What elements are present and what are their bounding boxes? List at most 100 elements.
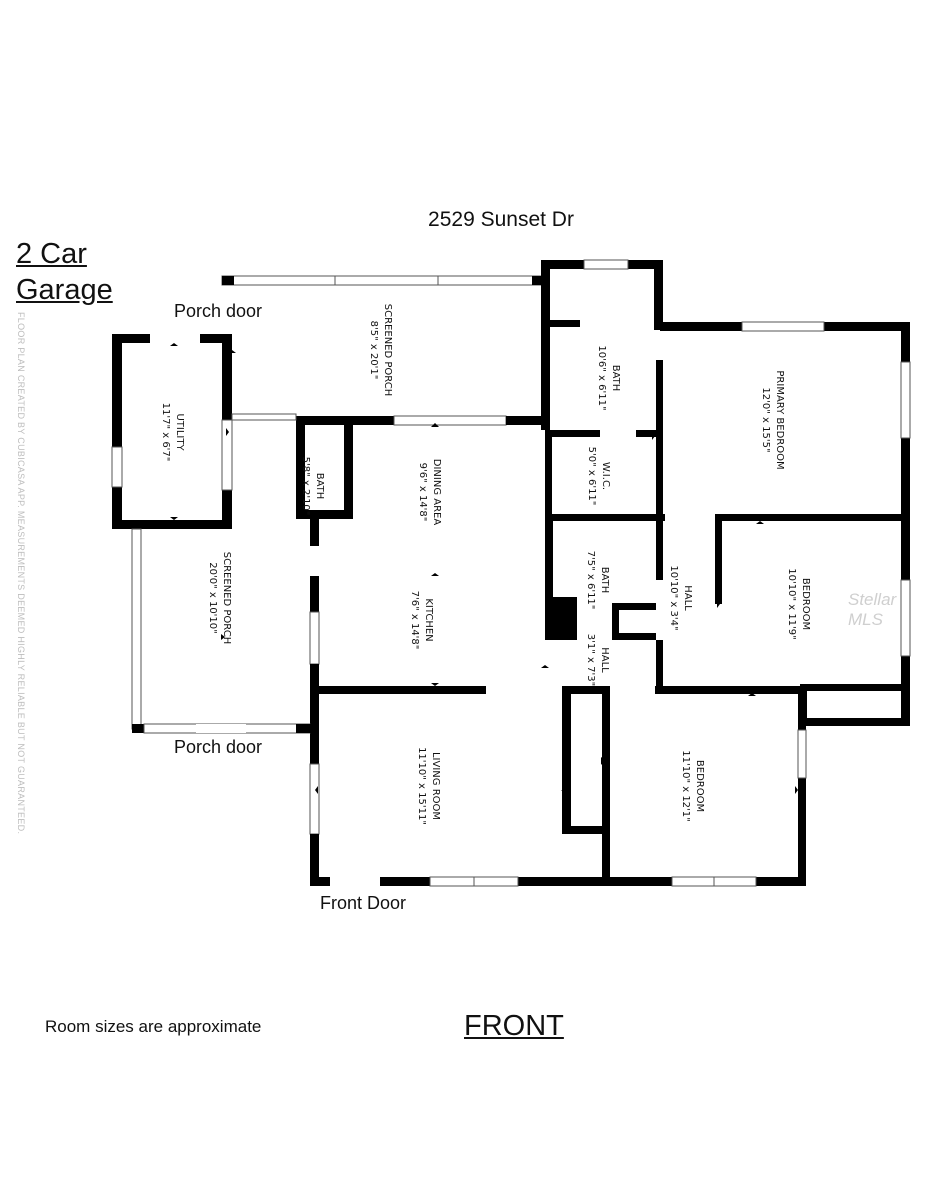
window	[111, 446, 123, 488]
wall	[562, 686, 571, 831]
watermark: Stellar MLS	[848, 590, 897, 629]
room-wic: W.I.C. 5'0" x 6'11"	[586, 447, 611, 506]
room-screened-porch-left: SCREENED PORCH 20'0" x 10'10"	[207, 552, 232, 644]
wall	[296, 510, 353, 519]
wall	[798, 691, 806, 886]
wall	[112, 334, 122, 529]
room-label-text: KITCHEN	[423, 598, 434, 641]
room-label-text: 11'7" x 6'7"	[160, 403, 171, 462]
wall	[532, 276, 544, 285]
window	[221, 419, 233, 491]
door-marker	[541, 665, 549, 668]
room-label-text: BATH	[599, 567, 610, 594]
approx-note: Room sizes are approximate	[45, 1017, 262, 1036]
window	[900, 579, 911, 657]
door-marker	[561, 788, 569, 791]
room-screened-porch-top: SCREENED PORCH 8'5" x 20'1"	[368, 304, 393, 396]
room-label-text: 10'6" x 6'11"	[596, 345, 607, 410]
window	[221, 275, 545, 286]
room-bedroom-right: BEDROOM 10'10" x 11'9"	[786, 568, 811, 640]
room-kitchen: KITCHEN 7'6" x 14'8"	[409, 591, 434, 650]
room-label-text: 5'0" x 6'11"	[586, 447, 597, 506]
wall	[545, 430, 552, 520]
door-marker	[226, 428, 229, 436]
front-label: FRONT	[464, 1010, 564, 1042]
room-label-text: SCREENED PORCH	[382, 304, 393, 396]
room-label-text: BEDROOM	[694, 760, 705, 812]
room-utility: UTILITY 11'7" x 6'7"	[160, 403, 185, 462]
wall	[545, 521, 553, 601]
window	[309, 611, 320, 665]
room-label-text: DINING AREA	[431, 459, 442, 526]
room-bedroom-front: BEDROOM 11'10" x 12'1"	[680, 750, 705, 822]
door-marker	[431, 573, 439, 576]
door-opening	[330, 877, 380, 886]
wall	[800, 718, 910, 726]
door-opening	[562, 834, 602, 877]
door-marker	[717, 600, 720, 608]
room-label-text: UTILITY	[174, 413, 185, 451]
porch-door-bottom-label: Porch door	[174, 737, 263, 757]
room-label-text: 10'10" x 11'9"	[786, 568, 797, 640]
door-marker	[652, 432, 655, 440]
wall	[296, 416, 305, 516]
room-label-text: BEDROOM	[800, 578, 811, 630]
wall	[310, 664, 319, 764]
room-label-text: HALL	[682, 585, 693, 611]
room-label-text: 8'5" x 20'1"	[368, 321, 379, 380]
room-label-text: PRIMARY BEDROOM	[774, 370, 785, 469]
wall	[654, 260, 663, 330]
door-marker	[431, 423, 439, 427]
door-marker	[545, 346, 548, 354]
wall	[310, 877, 806, 886]
room-label-text: 9'6" x 14'8"	[417, 463, 428, 522]
wall	[310, 686, 486, 694]
room-bath-hall: BATH 7'5" x 6'11"	[585, 551, 610, 610]
door-marker	[756, 521, 764, 524]
wall	[296, 724, 318, 733]
wall	[506, 416, 548, 425]
front-door-label: Front Door	[320, 893, 407, 913]
door-marker	[170, 343, 178, 346]
wall	[656, 640, 663, 692]
window	[131, 528, 142, 730]
room-label-text: LIVING ROOM	[430, 752, 441, 820]
wall	[132, 724, 144, 733]
room-label-text: 12'0" x 15'5"	[760, 387, 771, 452]
door-marker	[228, 350, 236, 353]
wall	[602, 686, 610, 881]
wall	[800, 684, 910, 691]
wall	[112, 520, 232, 529]
window	[900, 361, 911, 439]
room-label-text: HALL	[599, 647, 610, 673]
door-marker	[315, 786, 318, 794]
room-label-text: SCREENED PORCH	[221, 552, 232, 644]
wall	[344, 416, 353, 518]
address-title: 2529 Sunset Dr	[428, 208, 574, 231]
room-bath-small: BATH 5'8" x 2'10"	[300, 457, 325, 516]
wall	[310, 834, 319, 886]
garage-label: 2 Car Garage	[16, 236, 113, 308]
room-label-text: 10'10" x 3'4"	[668, 565, 679, 630]
window	[309, 763, 320, 835]
garage-label-line-1: 2 Car	[16, 238, 87, 270]
room-label-text: 11'10" x 12'1"	[680, 750, 691, 822]
window	[583, 259, 629, 270]
room-label-text: 20'0" x 10'10"	[207, 562, 218, 634]
wall	[565, 686, 607, 694]
door-opening	[196, 724, 246, 733]
room-hall-2: HALL 3'1" x 7'3"	[585, 634, 610, 686]
wall	[656, 360, 663, 520]
wall	[222, 276, 234, 285]
room-label-text: 11'10" x 15'11"	[416, 747, 427, 825]
door-marker	[118, 428, 121, 436]
room-hall-1: HALL 10'10" x 3'4"	[668, 565, 693, 630]
porch-door-top-label: Porch door	[174, 301, 263, 321]
wall	[541, 260, 550, 430]
room-label-text: 7'5" x 6'11"	[585, 551, 596, 610]
room-label-text: W.I.C.	[600, 462, 611, 490]
room-label-text: BATH	[314, 473, 325, 500]
wall	[717, 686, 801, 694]
window	[741, 321, 825, 332]
